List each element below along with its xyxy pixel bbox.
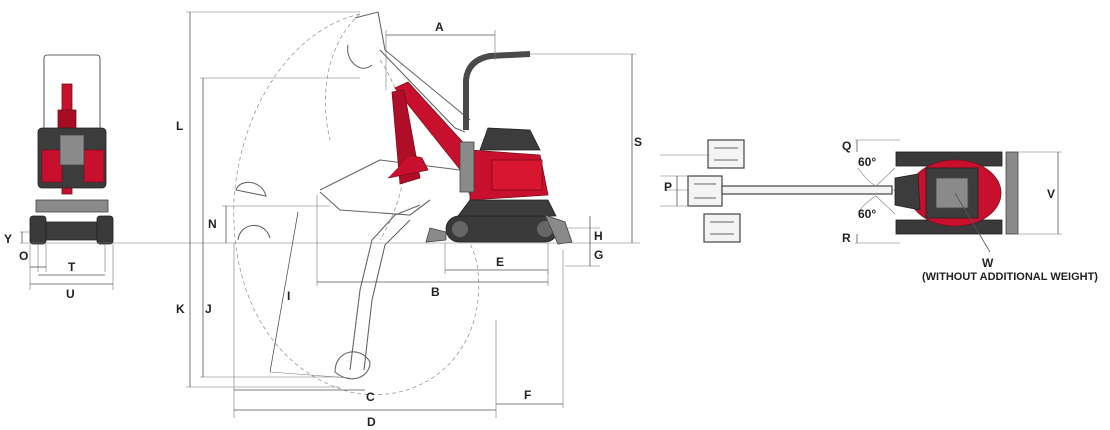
top-bucket-lower: [703, 213, 741, 243]
label-O: O: [19, 249, 28, 263]
label-I: I: [287, 289, 290, 303]
label-N: N: [208, 217, 217, 231]
label-B: B: [431, 285, 440, 299]
label-W: W: [982, 256, 994, 270]
side-view-ghost-positions: [235, 11, 471, 380]
angle-top: 60°: [858, 155, 876, 169]
front-view-dimensions: Y O T U: [4, 231, 190, 301]
label-D: D: [367, 415, 376, 429]
angle-bottom: 60°: [858, 207, 876, 221]
label-E: E: [496, 255, 504, 269]
label-G: G: [594, 248, 603, 262]
label-F: F: [524, 388, 531, 402]
label-S: S: [634, 135, 642, 149]
label-C: C: [366, 390, 375, 404]
top-blade: [1005, 151, 1019, 235]
label-L: L: [176, 119, 183, 133]
side-blade: [544, 214, 573, 245]
label-Y: Y: [4, 232, 12, 246]
front-track-left: [29, 215, 47, 245]
top-bucket-center: [687, 175, 723, 207]
top-view-dimensions: P Q R V W (WITHOUT ADDITIONAL WEIGHT): [660, 139, 1098, 283]
side-view-dimensions: A S L K J N I E B: [176, 11, 642, 429]
side-view-machine: [387, 51, 573, 245]
front-canopy-frame: [43, 54, 101, 130]
top-view: 60° 60°: [665, 139, 1019, 243]
label-J: J: [205, 302, 212, 316]
top-bucket-upper: [707, 139, 745, 169]
front-view: [29, 54, 114, 245]
front-track-right: [96, 215, 114, 245]
note-without-additional-weight: (WITHOUT ADDITIONAL WEIGHT): [922, 271, 1098, 283]
side-bucket: [387, 154, 429, 179]
label-R: R: [842, 231, 851, 245]
label-A: A: [435, 20, 444, 34]
label-P: P: [664, 180, 672, 194]
side-canopy: [463, 51, 531, 130]
label-H: H: [594, 229, 603, 243]
label-U: U: [66, 287, 75, 301]
label-T: T: [68, 260, 76, 274]
label-K: K: [176, 302, 185, 316]
front-blade: [35, 199, 109, 213]
side-view-reach-envelope: [233, 13, 480, 396]
label-Q: Q: [842, 139, 851, 153]
label-V: V: [1047, 187, 1055, 201]
